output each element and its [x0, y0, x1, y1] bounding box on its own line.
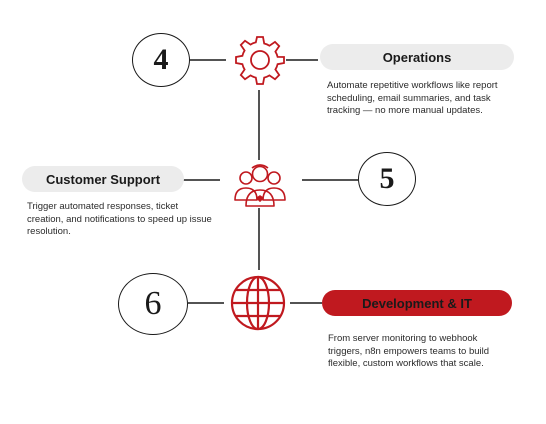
step-number-6: 6: [118, 273, 188, 335]
step-description-customer-support: Trigger automated responses, ticket crea…: [27, 201, 212, 237]
globe-icon: [230, 275, 286, 331]
team-icon: [234, 164, 286, 207]
step-description-development-it: From server monitoring to webhook trigge…: [328, 333, 490, 369]
step-title-development-it: Development & IT: [322, 290, 512, 316]
step-title-customer-support: Customer Support: [22, 166, 184, 192]
step-number-5: 5: [358, 152, 416, 206]
step-number-4: 4: [132, 33, 190, 87]
step-description-operations: Automate repetitive workflows like repor…: [327, 80, 498, 116]
gear-icon: [235, 36, 285, 85]
step-title-operations: Operations: [320, 44, 514, 70]
